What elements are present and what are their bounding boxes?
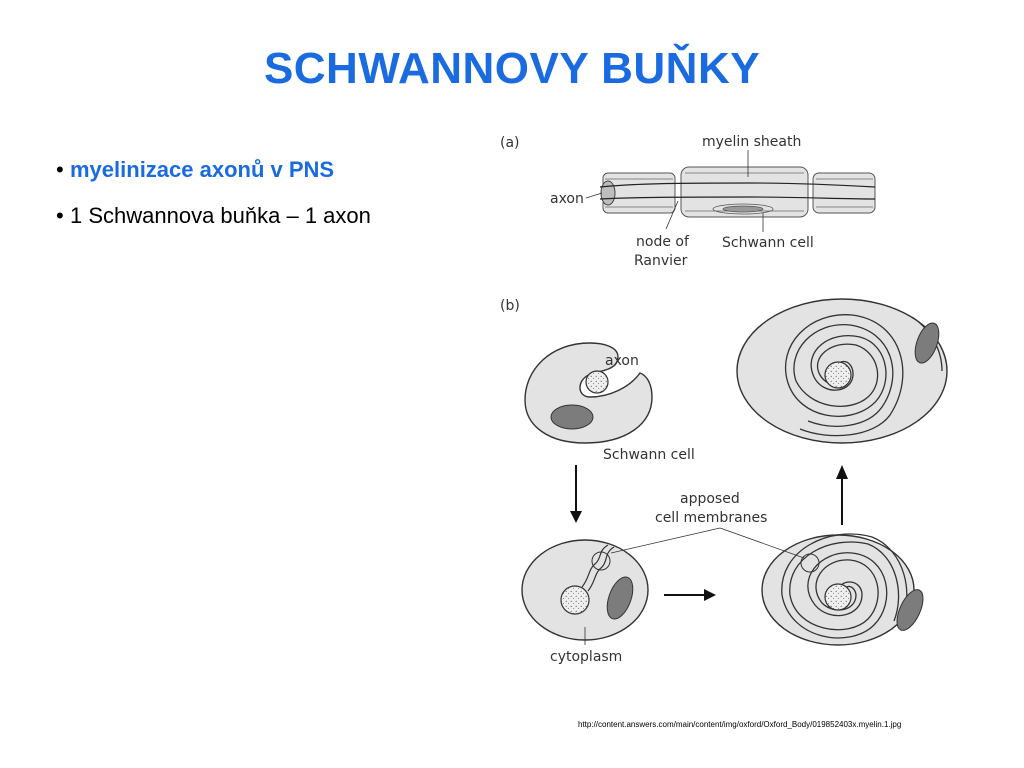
nucleus-step1 <box>550 404 594 430</box>
slide-title: SCHWANNOVY BUŇKY <box>263 44 761 93</box>
myelin-segment <box>680 166 809 218</box>
bullet-list: •myelinizace axonů v PNS •1 Schwannova b… <box>56 156 371 248</box>
schwann-cell-label-a: Schwann cell <box>722 235 814 251</box>
myelination-diagram: (a) myelin sheath axon node of Ranvier S… <box>500 134 948 665</box>
axon-label-b: axon <box>605 353 639 369</box>
nucleus-step2 <box>606 576 634 620</box>
nucleus-step3 <box>896 589 924 631</box>
bullet-text: 1 Schwannova buňka – 1 axon <box>70 203 371 228</box>
source-url: http://content.answers.com/main/content/… <box>578 720 902 729</box>
nucleus-step4 <box>914 322 940 364</box>
bullet-marker: • <box>56 157 64 182</box>
panel-b-tag: (b) <box>500 298 520 314</box>
myelin-sheath-label: myelin sheath <box>702 134 801 150</box>
axon-line <box>599 182 876 188</box>
axon-step3 <box>824 583 852 611</box>
panel-b: (b) axon Schwann cell cytoplasm apposed <box>500 298 948 665</box>
bullet-item: •1 Schwannova buňka – 1 axon <box>56 202 371 230</box>
bullet-text: myelinizace axonů v PNS <box>70 157 335 182</box>
node-of-ranvier-label: node of Ranvier <box>634 234 693 269</box>
axon-step4 <box>824 361 852 389</box>
axon-step1 <box>585 370 609 394</box>
apposed-membranes-label: apposed cell membranes <box>655 491 767 526</box>
cytoplasm-label: cytoplasm <box>550 649 622 665</box>
axon-end <box>600 180 616 206</box>
axon-label-a: axon <box>550 191 584 207</box>
schwann-cell-label-b: Schwann cell <box>603 447 695 463</box>
bullet-marker: • <box>56 203 64 228</box>
axon-step2 <box>560 585 590 615</box>
axon-line <box>599 196 876 200</box>
panel-a-tag: (a) <box>500 135 520 151</box>
bullet-item: •myelinizace axonů v PNS <box>56 156 371 184</box>
panel-a: (a) myelin sheath axon node of Ranvier S… <box>500 134 876 269</box>
myelin-segment <box>812 172 876 214</box>
